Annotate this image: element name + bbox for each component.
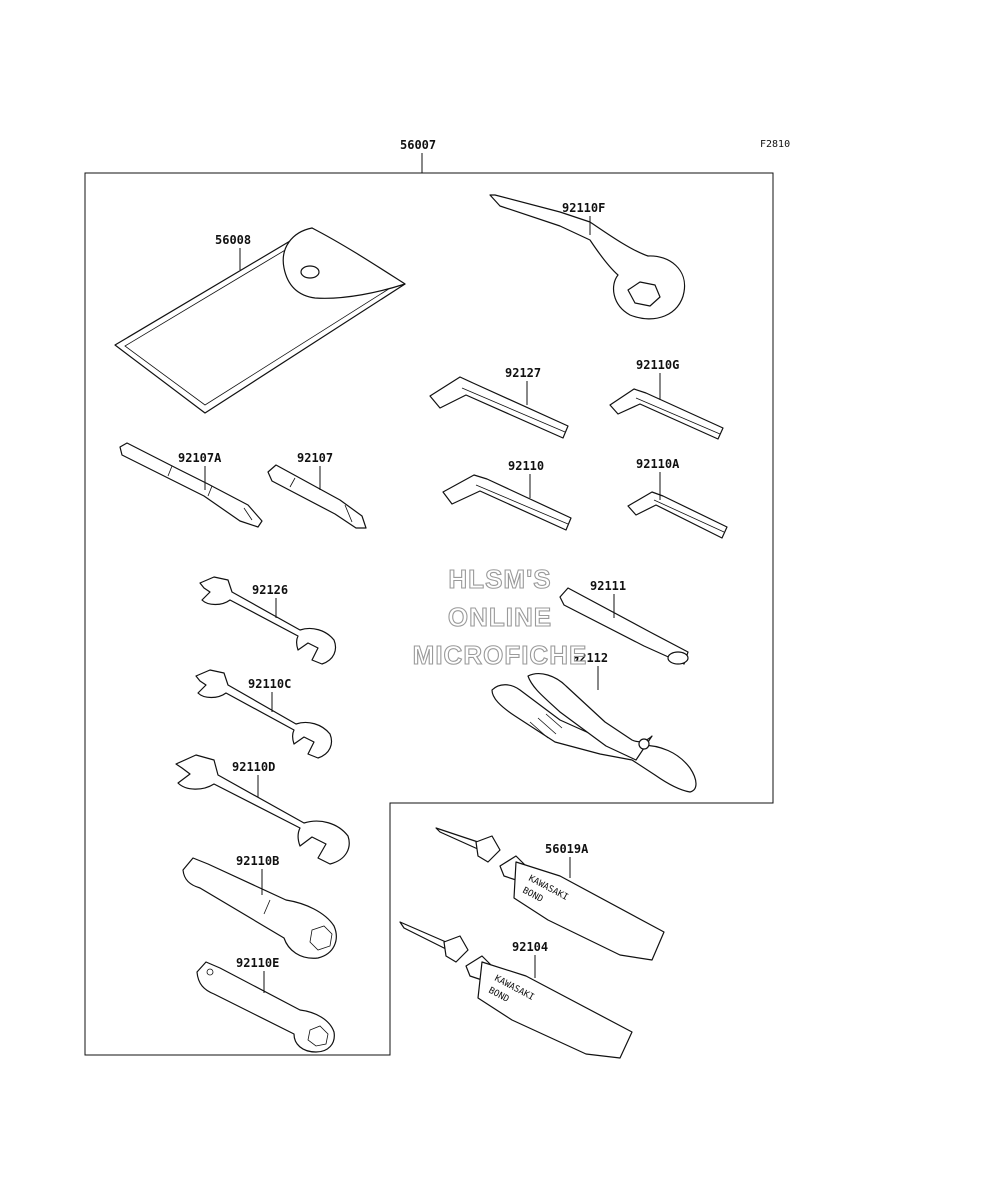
watermark-line-1: HLSM'S xyxy=(448,564,551,594)
handle-drawing xyxy=(559,587,689,665)
hex-key-92110A-drawing xyxy=(627,491,728,539)
box-wrench-92110E-drawing xyxy=(196,961,335,1053)
assembly-label: 56007 xyxy=(400,138,436,152)
wrench-92110C-drawing xyxy=(195,669,333,759)
watermark: HLSM'S ONLINE MICROFICHE xyxy=(412,563,588,670)
wrench-92110D-drawing xyxy=(175,754,350,865)
callout-hex-key-b: 92110G xyxy=(636,358,679,372)
callout-box-wrench-b: 92110E xyxy=(236,956,279,970)
assembly-boundary xyxy=(84,172,774,1056)
hex-key-92110G-drawing xyxy=(609,388,724,440)
callout-handle: 92111 xyxy=(590,579,626,593)
bond-tube-92104-drawing: KAWASAKI BOND xyxy=(399,921,633,1059)
watermark-line-3: MICROFICHE xyxy=(413,640,588,670)
bond-tube-56019A-drawing: KAWASAKI BOND xyxy=(435,827,665,961)
ring-wrench-drawing xyxy=(489,194,686,320)
screwdriver-bit-short-drawing xyxy=(267,464,367,529)
figure-code: F2810 xyxy=(760,139,790,150)
callout-hex-key-a: 92127 xyxy=(505,366,541,380)
watermark-line-2: ONLINE xyxy=(448,602,552,632)
callout-screwdriver-short: 92107 xyxy=(297,451,333,465)
hex-key-92110-drawing xyxy=(442,474,572,531)
callout-hex-key-c: 92110 xyxy=(508,459,544,473)
box-wrench-92110B-drawing xyxy=(182,857,337,959)
screwdriver-bit-long-drawing xyxy=(119,442,263,528)
callout-wrench-b: 92110C xyxy=(248,677,291,691)
callout-wrench-a: 92126 xyxy=(252,583,288,597)
pliers-drawing xyxy=(491,673,697,793)
callout-ring-wrench: 92110F xyxy=(562,201,605,215)
callout-screwdriver-long: 92107A xyxy=(178,451,222,465)
callout-wrench-c: 92110D xyxy=(232,760,275,774)
callout-pliers: 92112 xyxy=(572,651,608,665)
tool-pouch-drawing xyxy=(114,227,406,414)
callout-bond-b: 92104 xyxy=(512,940,548,954)
callout-box-wrench-a: 92110B xyxy=(236,854,279,868)
callout-hex-key-d: 92110A xyxy=(636,457,680,471)
wrench-92126-drawing xyxy=(199,576,337,665)
callout-pouch: 56008 xyxy=(215,233,251,247)
callout-bond-a: 56019A xyxy=(545,842,589,856)
hex-key-92127-drawing xyxy=(429,376,569,439)
